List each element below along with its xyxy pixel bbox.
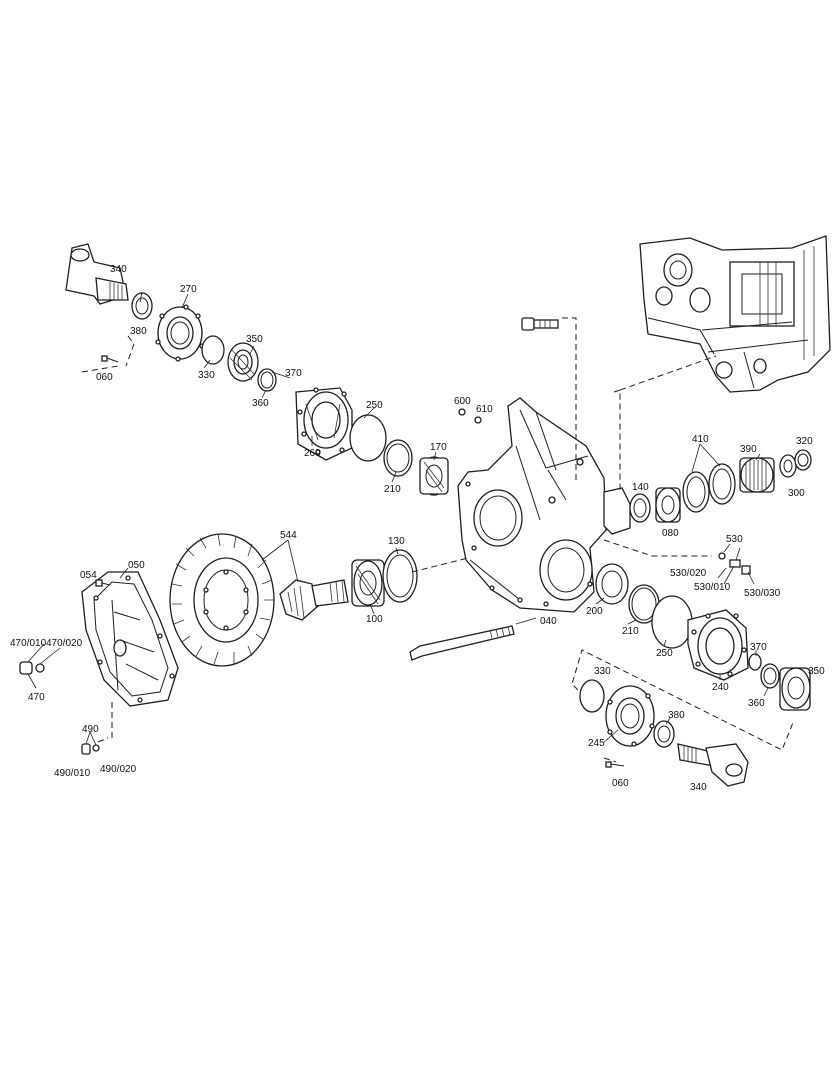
label-490-010: 490/010 [54,768,91,779]
shim-210-top [383,439,413,477]
bolt-060-bottom [605,761,625,768]
plug-490 [81,743,100,755]
label-100: 100 [366,614,383,625]
label-360-bottom: 360 [748,698,765,709]
label-054: 054 [80,570,97,581]
label-240: 240 [712,682,729,693]
label-245: 245 [588,738,605,749]
label-390: 390 [740,444,757,455]
label-380-bottom: 380 [668,710,685,721]
snap-ring-370-bottom [748,653,762,671]
label-350-top: 350 [246,334,263,345]
label-250-bottom: 250 [656,648,673,659]
o-ring-330-top [201,335,225,365]
seal-140 [629,493,651,523]
bolt-top-housing [521,317,559,331]
label-060-top: 060 [96,372,113,383]
label-360-top: 360 [252,398,269,409]
label-350-bottom: 350 [808,666,825,677]
label-130: 130 [388,536,405,547]
label-380-top: 380 [130,326,147,337]
taper-bearing-170 [419,456,449,496]
carrier-240 [687,609,749,681]
bearing-350-bottom [779,667,811,711]
pinion-gear-544 [279,579,349,621]
shim-130 [382,549,418,603]
ring-410b [708,463,736,505]
washer-300 [779,454,797,478]
label-210-top: 210 [384,484,401,495]
label-610: 610 [476,404,493,415]
bolt-060-top [101,355,119,363]
label-060-bottom: 060 [612,778,629,789]
label-470: 470 [28,692,45,703]
bearing-cup-200 [595,563,629,605]
axle-housing [457,397,631,613]
ring-gear-544 [169,533,275,667]
label-260: 260 [304,448,321,459]
label-600: 600 [454,396,471,407]
assembly-dashed-lines [81,317,795,763]
vehicle-frame-block [639,235,831,393]
flange-cover-245 [605,685,655,747]
label-470-020: 470/020 [46,638,83,649]
flange-yoke-340-top [65,243,129,305]
flange-cover-270 [155,304,205,362]
sensor-530 [718,552,751,575]
flange-yoke-340-bottom [677,743,749,787]
label-140: 140 [632,482,649,493]
label-490-020: 490/020 [100,764,137,775]
o-ring-250-top [349,414,387,462]
bearing-carrier-260 [295,387,353,461]
label-300: 300 [788,488,805,499]
screw-054 [95,579,111,587]
label-340-bottom: 340 [690,782,707,793]
label-330-top: 330 [198,370,215,381]
label-530-030: 530/030 [744,588,781,599]
ring-320 [794,449,812,471]
label-470-010: 470/010 [10,638,47,649]
label-530-010: 530/010 [694,582,731,593]
leader-lines [27,291,769,746]
plug-600-610 [458,408,482,424]
cover-050 [81,571,179,707]
label-040: 040 [540,616,557,627]
label-250-top: 250 [366,400,383,411]
label-370-top: 370 [285,368,302,379]
o-ring-250-bottom [651,595,693,649]
label-544: 544 [280,530,297,541]
seal-ring-380-bottom [653,720,675,748]
label-200: 200 [586,606,603,617]
label-050: 050 [128,560,145,571]
label-270: 270 [180,284,197,295]
long-bolt-040 [409,625,515,661]
snap-ring-360-top [257,368,277,392]
bearing-100 [351,559,385,607]
label-530-020: 530/020 [670,568,707,579]
bearing-350-top [227,342,259,382]
label-210-bottom: 210 [622,626,639,637]
label-320: 320 [796,436,813,447]
bearing-080 [655,487,681,523]
gear-390 [739,457,775,493]
seal-ring-380-top [131,292,153,320]
label-410: 410 [692,434,709,445]
label-330-bottom: 330 [594,666,611,677]
label-340-top: 340 [110,264,127,275]
label-370-bottom: 370 [750,642,767,653]
label-080: 080 [662,528,679,539]
label-490: 490 [82,724,99,735]
label-530: 530 [726,534,743,545]
ring-410a [682,471,710,513]
o-ring-330-bottom [579,679,605,713]
snap-ring-360-bottom [760,663,780,689]
part-labels: 340 270 380 330 060 350 370 360 260 250 … [10,264,825,793]
label-170: 170 [430,442,447,453]
